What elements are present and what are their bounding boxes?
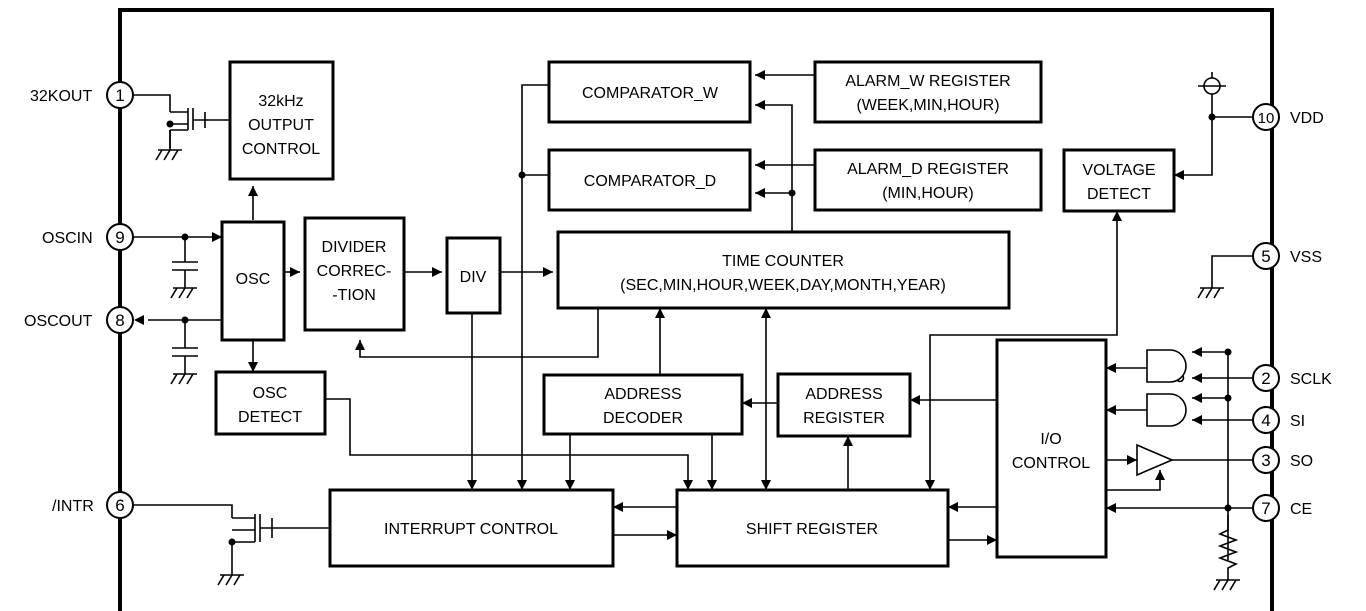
svg-text:COMPARATOR_W: COMPARATOR_W — [582, 85, 719, 102]
block-osc: OSC — [220, 220, 286, 342]
svg-text:ADDRESS: ADDRESS — [604, 386, 681, 403]
block-comparator-d: COMPARATOR_D — [547, 148, 752, 212]
svg-text:INTERRUPT CONTROL: INTERRUPT CONTROL — [384, 521, 558, 538]
block-osc-detect: OSC DETECT — [214, 370, 327, 436]
pin-oscout: OSCOUT 8 — [24, 306, 134, 334]
pin-sclk: 2 SCLK — [1252, 364, 1332, 392]
block-div: DIV — [445, 236, 502, 315]
ground-icon — [217, 574, 244, 586]
svg-text:DIVIDER: DIVIDER — [322, 239, 387, 256]
block-alarm-d-register: ALARM_D REGISTER (MIN,HOUR) — [813, 148, 1043, 212]
svg-text:DECODER: DECODER — [603, 410, 683, 427]
svg-text:DETECT: DETECT — [1087, 186, 1151, 203]
svg-text:OSC: OSC — [236, 271, 271, 288]
ground-icon — [155, 149, 182, 161]
svg-text:CE: CE — [1290, 501, 1312, 518]
block-comparator-w: COMPARATOR_W — [547, 60, 752, 124]
pin-vss: 5 VSS — [1252, 242, 1322, 270]
buffer-icon — [1136, 443, 1175, 477]
block-divider-correction: DIVIDER CORREC- -TION — [303, 216, 406, 332]
block-address-register: ADDRESS REGISTER — [776, 372, 912, 438]
svg-text:VOLTAGE: VOLTAGE — [1082, 162, 1155, 179]
svg-text:COMPARATOR_D: COMPARATOR_D — [584, 173, 716, 190]
svg-text:TIME COUNTER: TIME COUNTER — [722, 253, 844, 270]
svg-text:32kHz: 32kHz — [258, 93, 303, 110]
block-time-counter: TIME COUNTER (SEC,MIN,HOUR,WEEK,DAY,MONT… — [556, 230, 1011, 310]
block-io-control: I/O CONTROL — [995, 338, 1108, 559]
svg-text:7: 7 — [1261, 499, 1270, 518]
ground-icon — [170, 373, 197, 385]
svg-text:10: 10 — [1258, 110, 1275, 127]
svg-text:OUTPUT: OUTPUT — [248, 117, 314, 134]
pin-ce: 7 CE — [1252, 494, 1312, 522]
svg-text:CONTROL: CONTROL — [242, 141, 320, 158]
block-32khz-output-control: 32kHz OUTPUT CONTROL — [228, 60, 335, 181]
svg-text:ADDRESS: ADDRESS — [805, 386, 882, 403]
pin-oscin: OSCIN 9 — [42, 223, 134, 251]
svg-text:REGISTER: REGISTER — [803, 410, 885, 427]
svg-text:8: 8 — [115, 311, 124, 330]
ground-symbols — [155, 149, 1240, 591]
pin-vdd: 10 VDD — [1252, 103, 1324, 131]
svg-text:SCLK: SCLK — [1290, 371, 1332, 388]
svg-text:/INTR: /INTR — [52, 498, 94, 515]
pin-32kout: 32KOUT 1 — [30, 81, 134, 109]
svg-text:OSC: OSC — [253, 385, 288, 402]
svg-text:1: 1 — [115, 86, 124, 105]
pin-si: 4 SI — [1252, 406, 1305, 434]
svg-text:SO: SO — [1290, 453, 1313, 470]
svg-text:-TION: -TION — [332, 287, 376, 304]
pin-intr: /INTR 6 — [52, 491, 134, 519]
svg-text:VDD: VDD — [1290, 110, 1324, 127]
svg-text:5: 5 — [1261, 247, 1270, 266]
svg-text:ALARM_D REGISTER: ALARM_D REGISTER — [847, 161, 1009, 178]
block-shift-register: SHIFT REGISTER — [675, 488, 950, 568]
logic-gates — [1136, 349, 1187, 477]
svg-text:DIV: DIV — [460, 269, 487, 286]
pin-so: 3 SO — [1252, 446, 1313, 474]
svg-text:4: 4 — [1261, 411, 1270, 430]
svg-text:SHIFT REGISTER: SHIFT REGISTER — [746, 521, 878, 538]
block-voltage-detect: VOLTAGE DETECT — [1062, 148, 1176, 213]
and-gate-icon — [1146, 393, 1187, 427]
svg-text:SI: SI — [1290, 413, 1305, 430]
svg-text:9: 9 — [115, 228, 124, 247]
svg-text:OSCIN: OSCIN — [42, 230, 93, 247]
svg-text:DETECT: DETECT — [238, 409, 302, 426]
ground-icon — [1213, 579, 1240, 591]
block-interrupt-control: INTERRUPT CONTROL — [328, 488, 615, 568]
wires — [133, 72, 1253, 580]
ground-icon — [170, 287, 197, 299]
svg-text:CORREC-: CORREC- — [317, 263, 392, 280]
svg-text:ALARM_W REGISTER: ALARM_W REGISTER — [845, 73, 1010, 90]
and-gate-icon — [1146, 349, 1187, 383]
svg-text:CONTROL: CONTROL — [1012, 455, 1090, 472]
svg-text:2: 2 — [1261, 369, 1270, 388]
svg-text:32KOUT: 32KOUT — [30, 88, 92, 105]
svg-text:VSS: VSS — [1290, 249, 1322, 266]
svg-text:(SEC,MIN,HOUR,WEEK,DAY,MONTH,Y: (SEC,MIN,HOUR,WEEK,DAY,MONTH,YEAR) — [620, 277, 946, 294]
block-alarm-w-register: ALARM_W REGISTER (WEEK,MIN,HOUR) — [813, 60, 1043, 124]
ground-icon — [1197, 287, 1224, 299]
block-address-decoder: ADDRESS DECODER — [542, 373, 744, 436]
svg-text:6: 6 — [115, 496, 124, 515]
svg-text:(WEEK,MIN,HOUR): (WEEK,MIN,HOUR) — [856, 97, 999, 114]
svg-text:(MIN,HOUR): (MIN,HOUR) — [882, 185, 974, 202]
svg-text:3: 3 — [1261, 451, 1270, 470]
arrowheads — [134, 70, 1202, 545]
svg-text:OSCOUT: OSCOUT — [24, 313, 93, 330]
svg-text:I/O: I/O — [1040, 431, 1061, 448]
